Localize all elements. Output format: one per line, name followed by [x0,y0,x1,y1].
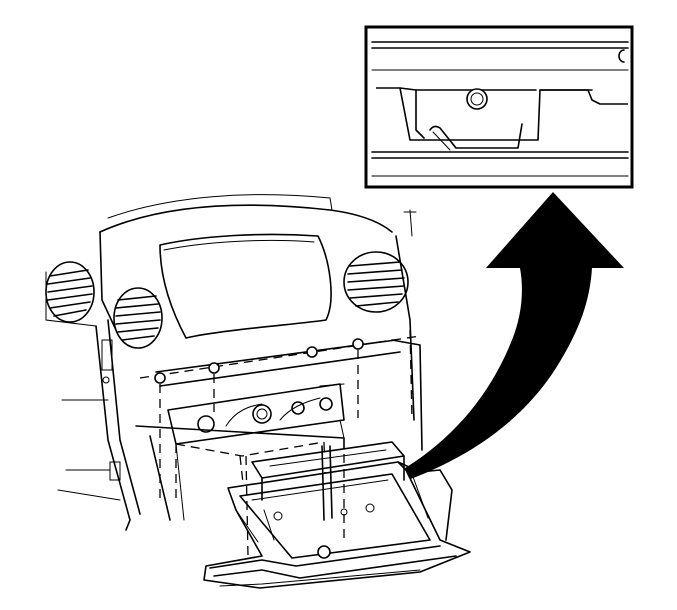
clip-3 [306,346,318,358]
clip-4 [352,338,364,350]
cavity-knob-4 [319,397,333,411]
cavity-knob-1 [197,415,215,433]
instrument-panel [45,194,423,531]
door-latch [317,545,331,559]
arrow-shape [340,192,624,500]
left-outer-vent [45,261,95,323]
right-vent [343,251,409,313]
display-opening [159,233,332,339]
clip-1 [154,372,166,384]
inset-fastener-ring [618,49,625,63]
detail-inset [364,25,634,189]
inset-screw [466,88,488,110]
glove-box-door [203,441,471,589]
cavity-knob-2 [252,404,272,424]
clip-2 [208,362,220,374]
inset-retainer-wire [429,123,523,149]
callout-arrow [340,192,624,500]
left-center-vent [113,287,163,349]
